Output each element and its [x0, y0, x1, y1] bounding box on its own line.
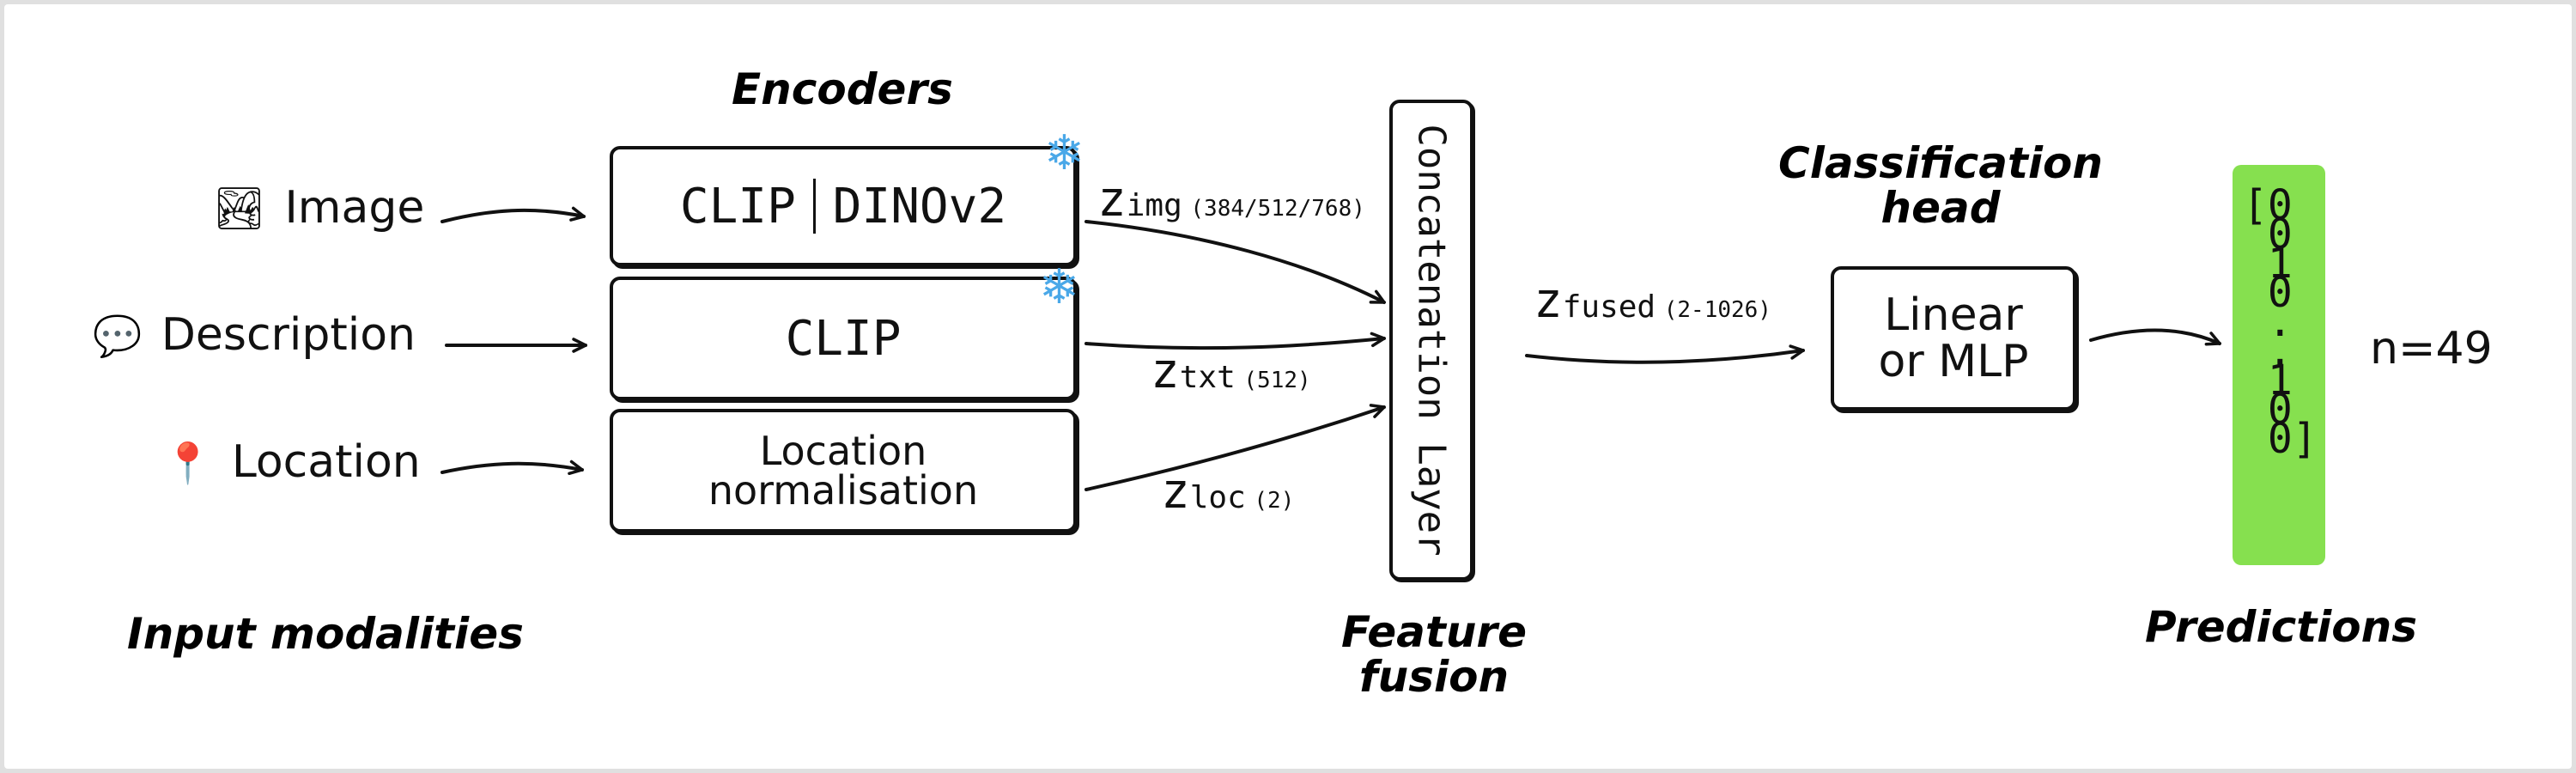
feature-fusion-heading: Feature fusion — [1341, 607, 1527, 702]
z-txt-label: ztxt (512) — [1151, 344, 1311, 399]
prediction-vector-box: [0 0 1 0 . . 1 0 0] — [2233, 165, 2325, 565]
arrow-loc-to-concat — [1084, 404, 1386, 491]
concatenation-layer-label: Concatenation Layer — [1409, 124, 1454, 557]
text-encoder-clip-label: CLIP — [785, 310, 902, 367]
predictions-heading: Predictions — [2145, 602, 2417, 652]
image-encoder-box: CLIP DINOv2 — [610, 146, 1077, 266]
image-encoder-dinov2-label: DINOv2 — [832, 178, 1007, 234]
encoder-separator — [812, 179, 816, 234]
image-icon: 🏞 — [213, 185, 265, 233]
arrow-location-to-encoder — [440, 460, 584, 476]
z-fused-label: zfused (2-1026) — [1534, 273, 1771, 329]
input-location-label: Location — [231, 436, 421, 488]
location-normalisation-line1: Location — [759, 428, 927, 474]
z-loc-label: zloc (2) — [1161, 464, 1295, 520]
frozen-snowflake-icon: ❄ — [1044, 125, 1084, 180]
input-modalities-heading: Input modalities — [127, 609, 524, 659]
text-encoder-box: CLIP — [610, 277, 1077, 400]
arrow-image-to-encoder — [440, 206, 586, 223]
location-normalisation-box: Location normalisation — [610, 409, 1077, 533]
arrow-img-to-concat — [1084, 220, 1386, 304]
classification-head-heading: Classification head — [1778, 138, 2103, 233]
speech-bubble-icon: 💬 — [93, 313, 143, 359]
arrow-txt-to-concat — [1084, 332, 1386, 350]
diagram-canvas — [4, 4, 2572, 769]
input-description: 💬 Description — [93, 309, 416, 361]
input-location: 📍 Location — [163, 436, 421, 488]
location-normalisation-line2: normalisation — [708, 467, 979, 514]
linear-mlp-box: Linear or MLP — [1831, 266, 2076, 411]
frozen-snowflake-icon: ❄ — [1039, 259, 1079, 313]
prediction-vector: [0 0 1 0 . . 1 0 0] — [2243, 181, 2318, 463]
arrow-head-to-predictions — [2089, 328, 2221, 346]
image-encoder-clip-label: CLIP — [679, 178, 796, 234]
input-image: 🏞 Image — [213, 182, 424, 234]
input-image-label: Image — [284, 182, 425, 234]
linear-mlp-line1: Linear — [1884, 289, 2023, 341]
concatenation-layer-box: Concatenation Layer — [1389, 100, 1473, 581]
arrow-concat-to-head — [1525, 344, 1805, 364]
encoders-heading: Encoders — [732, 64, 953, 114]
linear-mlp-line2: or MLP — [1878, 336, 2029, 387]
z-img-label: zimg (384/512/768) — [1097, 172, 1365, 228]
pin-icon: 📍 — [163, 440, 213, 486]
class-count-label: n=49 — [2370, 323, 2493, 374]
input-description-label: Description — [161, 309, 416, 361]
